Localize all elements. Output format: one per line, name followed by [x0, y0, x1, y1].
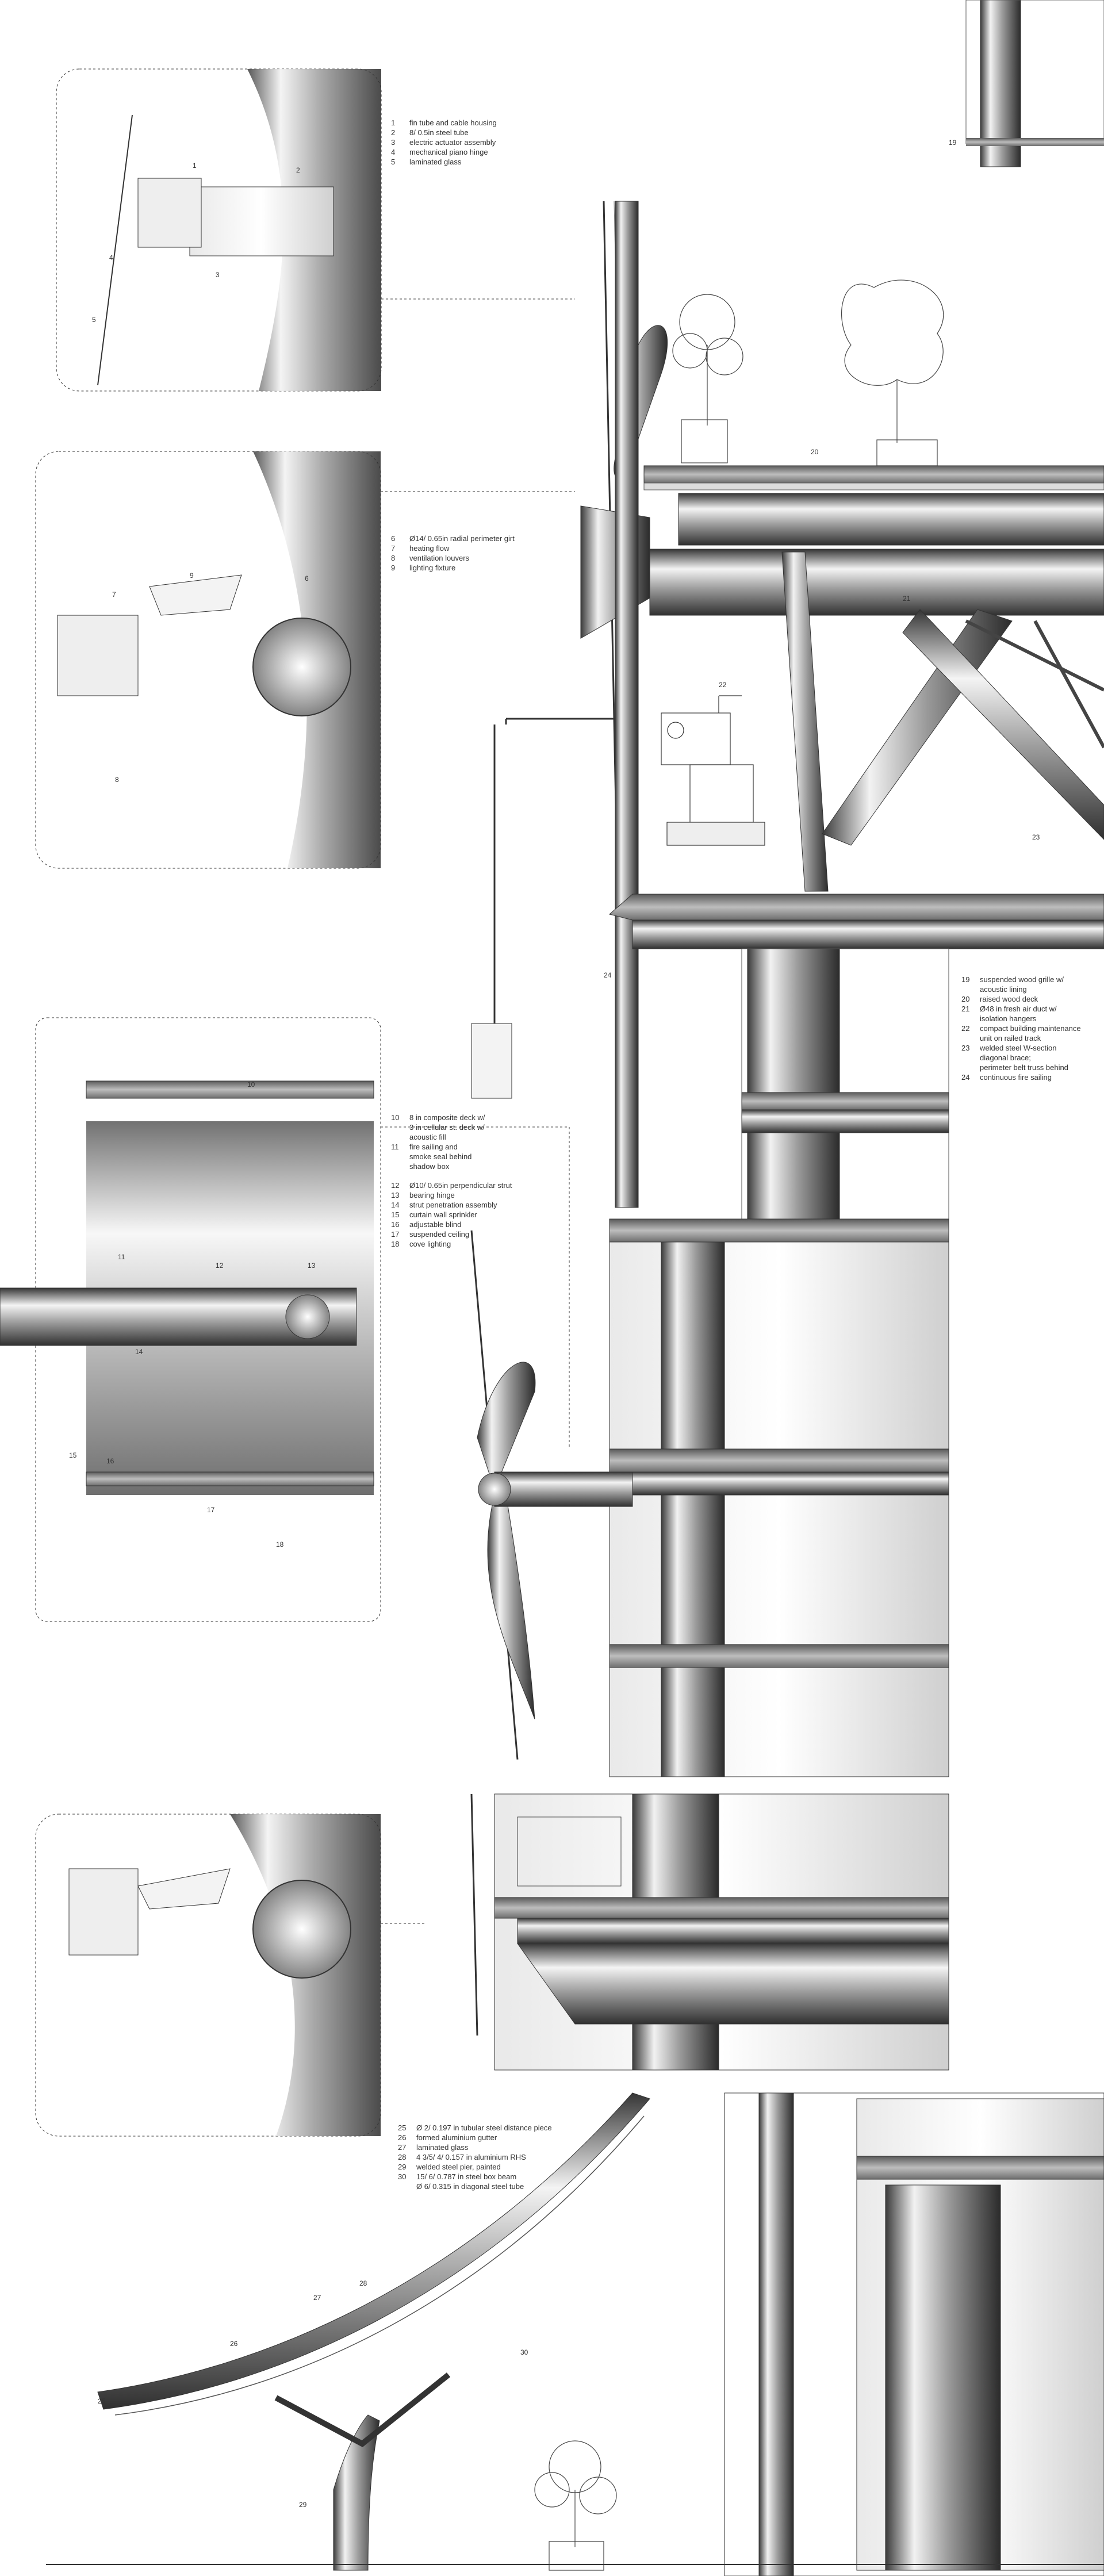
callout-1: 1 [193, 162, 197, 170]
callout-15: 15 [69, 1451, 77, 1459]
callout-9: 9 [190, 572, 194, 580]
callout-12: 12 [216, 1262, 224, 1270]
callout-2: 2 [296, 166, 300, 174]
callout-21: 21 [903, 595, 911, 603]
callout-29: 29 [299, 2501, 307, 2509]
callout-7: 7 [112, 591, 116, 599]
callout-18: 18 [276, 1540, 284, 1548]
main-section-middle [470, 1218, 949, 1777]
callout-4: 4 [109, 254, 113, 262]
callout-26: 26 [230, 2340, 238, 2348]
callout-17: 17 [207, 1506, 215, 1514]
callout-6: 6 [305, 574, 309, 582]
callout-3: 3 [216, 271, 220, 279]
main-section-lower [470, 1793, 949, 2071]
callout-10: 10 [247, 1080, 255, 1088]
detail-box-d [35, 1814, 425, 2137]
callout-25: 25 [98, 2397, 106, 2405]
callout-5: 5 [92, 316, 96, 324]
callout-28: 28 [359, 2279, 367, 2287]
detail-box-a [56, 68, 575, 392]
detail-box-b [35, 451, 575, 869]
main-section-upper [471, 0, 1104, 1220]
callout-11: 11 [118, 1253, 125, 1261]
callout-19: 19 [949, 139, 957, 147]
callout-14: 14 [135, 1348, 143, 1356]
roof-canopy-section [46, 2092, 1104, 2576]
callout-27: 27 [313, 2294, 321, 2302]
callout-20: 20 [811, 448, 819, 456]
callout-22: 22 [719, 681, 727, 689]
callout-16: 16 [106, 1457, 114, 1465]
detail-box-c [0, 1017, 570, 1622]
callout-23: 23 [1032, 833, 1040, 841]
callout-13: 13 [308, 1262, 316, 1270]
callout-30: 30 [520, 2348, 528, 2356]
callout-24: 24 [604, 971, 612, 979]
callout-8: 8 [115, 776, 119, 784]
